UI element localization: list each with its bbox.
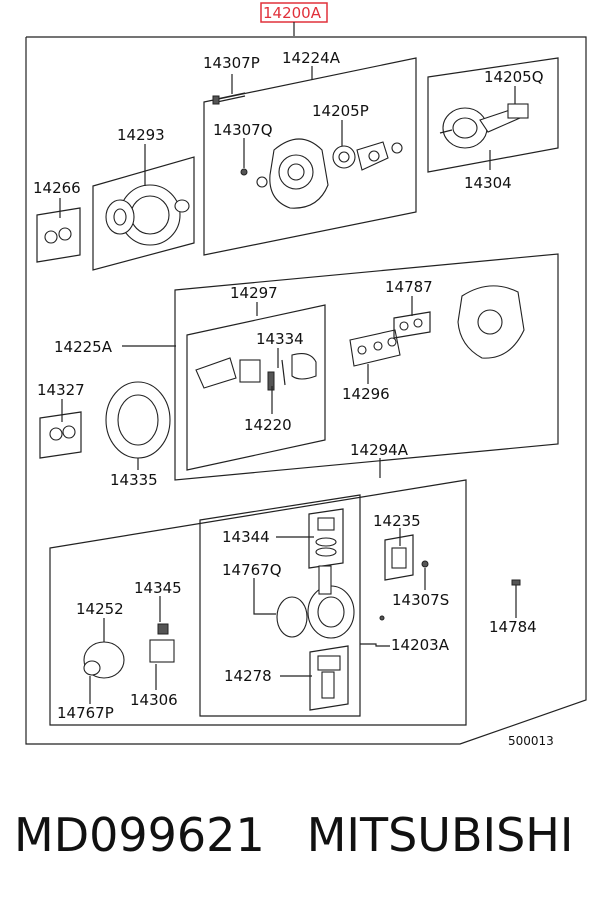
callout-14205Q[interactable]: 14205Q xyxy=(484,68,544,86)
valve-14344[interactable] xyxy=(308,508,344,569)
main-frame xyxy=(25,36,587,745)
callout-14787[interactable]: 14787 xyxy=(385,278,433,296)
panel-vacuum-pump-group xyxy=(49,479,467,726)
callout-14293[interactable]: 14293 xyxy=(117,126,165,144)
callout-14345[interactable]: 14345 xyxy=(134,579,182,597)
panel-brush-holder xyxy=(186,304,326,471)
o-ring-14767Q[interactable] xyxy=(276,596,308,638)
vacuum-pump-body[interactable] xyxy=(307,565,355,639)
callout-14307S[interactable]: 14307S xyxy=(392,591,449,609)
callout-14278[interactable]: 14278 xyxy=(224,667,272,685)
callout-14304[interactable]: 14304 xyxy=(464,174,512,192)
callout-14266[interactable]: 14266 xyxy=(33,179,81,197)
exploded-parts-diagram: 14200A xyxy=(25,2,587,748)
callout-14224A[interactable]: 14224A xyxy=(282,49,341,67)
panel-rear-group xyxy=(174,253,559,481)
callout-14203A[interactable]: 14203A xyxy=(391,636,450,654)
rotor[interactable] xyxy=(439,103,529,149)
callout-14307P[interactable]: 14307P xyxy=(203,54,260,72)
leader-lines xyxy=(59,66,517,704)
drawing-number: 500013 xyxy=(508,734,554,748)
callout-14327[interactable]: 14327 xyxy=(37,381,85,399)
callout-14306[interactable]: 14306 xyxy=(130,691,178,709)
small-bolt[interactable] xyxy=(379,615,385,621)
washers-14327[interactable] xyxy=(49,425,76,441)
callout-14235[interactable]: 14235 xyxy=(373,512,421,530)
panel-front-housing xyxy=(203,57,417,256)
callout-14296[interactable]: 14296 xyxy=(342,385,390,403)
rectifier[interactable] xyxy=(349,329,401,367)
callout-14220[interactable]: 14220 xyxy=(244,416,292,434)
panel-vacuum-pump xyxy=(199,494,361,717)
footer-caption: MD099621 MITSUBISHI xyxy=(14,808,600,862)
callout-14344[interactable]: 14344 xyxy=(222,528,270,546)
clamp-14235[interactable] xyxy=(384,534,414,581)
panel-rotor xyxy=(427,57,559,173)
callout-14767Q[interactable]: 14767Q xyxy=(222,561,282,579)
callout-14297[interactable]: 14297 xyxy=(230,284,278,302)
callout-14294A[interactable]: 14294A xyxy=(350,441,409,459)
front-housing[interactable] xyxy=(240,138,329,209)
part-number: MD099621 xyxy=(14,808,265,862)
callout-14334[interactable]: 14334 xyxy=(256,330,304,348)
terminal-14787[interactable] xyxy=(393,311,431,339)
stator[interactable] xyxy=(105,381,171,459)
fitting-14278[interactable] xyxy=(309,645,349,711)
bearing-14205P[interactable] xyxy=(332,141,403,171)
bolt-14307S[interactable] xyxy=(421,560,429,568)
cover-14252[interactable] xyxy=(83,641,125,679)
panel-14266 xyxy=(36,207,81,263)
pulley-fan[interactable] xyxy=(105,184,190,246)
callout-14335[interactable]: 14335 xyxy=(110,471,158,489)
bolt-14784[interactable] xyxy=(511,579,521,612)
panel-pulley xyxy=(92,156,195,271)
callout-14225A[interactable]: 14225A xyxy=(54,338,113,356)
callout-14252[interactable]: 14252 xyxy=(76,600,124,618)
panel-14327 xyxy=(39,411,82,459)
washers-14266[interactable] xyxy=(44,227,72,244)
bolt-14307P[interactable] xyxy=(212,92,246,105)
part-14306[interactable] xyxy=(149,623,175,663)
assembly-number[interactable]: 14200A xyxy=(263,4,322,22)
callout-14205P[interactable]: 14205P xyxy=(312,102,369,120)
brush-holder-parts[interactable] xyxy=(195,353,317,391)
callout-14784[interactable]: 14784 xyxy=(489,618,537,636)
brand-name: MITSUBISHI xyxy=(306,808,574,862)
callout-14307Q[interactable]: 14307Q xyxy=(213,121,273,139)
rear-housing[interactable] xyxy=(457,285,525,359)
callout-14767P[interactable]: 14767P xyxy=(57,704,114,722)
